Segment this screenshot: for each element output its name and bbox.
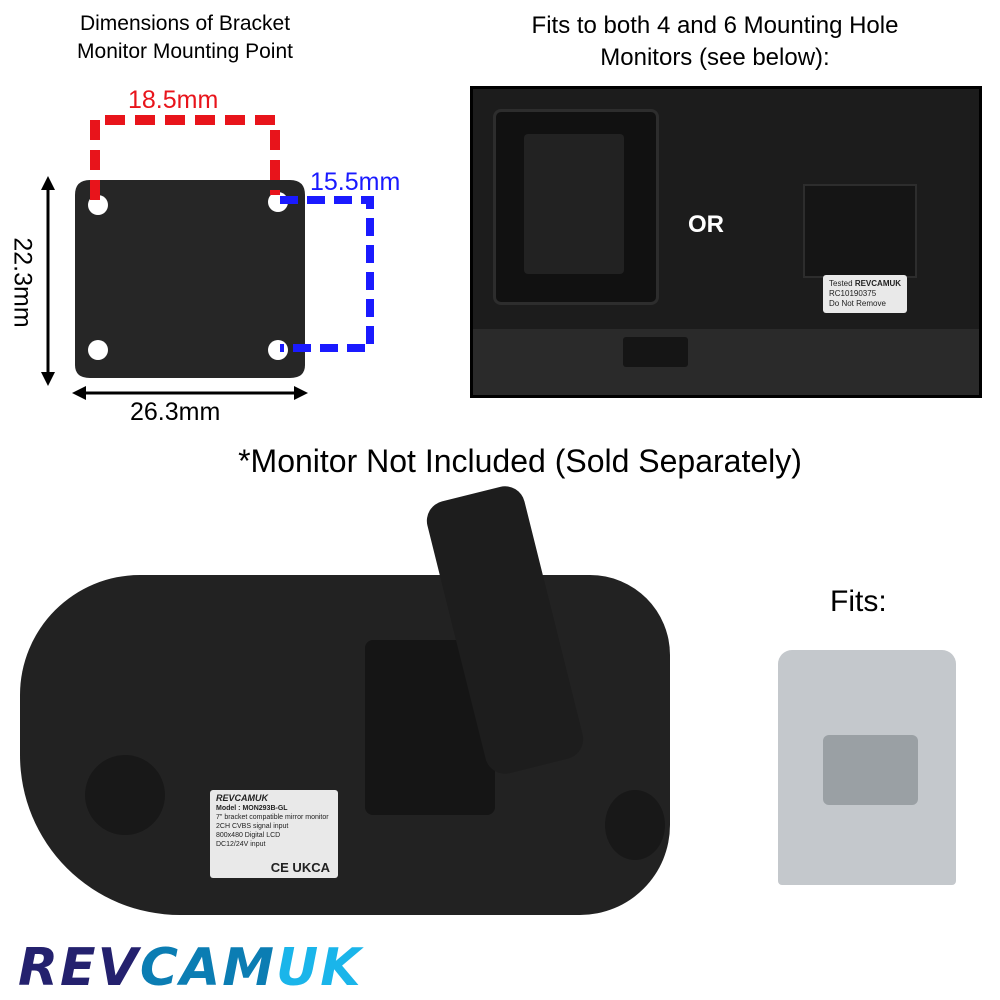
right-dimension-label: 15.5mm — [310, 168, 401, 196]
six-hole-mount — [493, 109, 659, 305]
mount-hole — [268, 340, 288, 360]
right-title-line2: Monitors (see below): — [600, 44, 830, 71]
monitor-not-included-notice: *Monitor Not Included (Sold Separately) — [238, 443, 802, 479]
bottom-dimension-label: 26.3mm — [130, 398, 221, 426]
right-title: Fits to both 4 and 6 Mounting Hole Monit… — [455, 10, 975, 74]
bracket-plate — [75, 180, 305, 378]
speaker-grille-right — [605, 790, 665, 860]
or-label: OR — [688, 211, 724, 238]
left-title-line1: Dimensions of Bracket — [79, 12, 291, 35]
bracket-photo — [778, 650, 956, 885]
mount-hole — [88, 340, 108, 360]
tested-sticker: Tested REVCAMUK RC10190375 Do Not Remove — [823, 275, 908, 313]
right-title-line1: Fits to both 4 and 6 Mounting Hole — [531, 12, 899, 39]
four-hole-mount — [803, 184, 917, 278]
right-dimension-line — [280, 196, 374, 352]
top-dimension-label: 18.5mm — [128, 86, 219, 114]
monitor-label: REVCAMUK Model : MON293B-GL 7" bracket c… — [210, 790, 338, 878]
mounting-holes-photo: OR Tested REVCAMUK RC10190375 Do Not Rem… — [470, 86, 982, 398]
fits-label: Fits: — [830, 585, 887, 618]
top-dimension-line — [90, 115, 280, 200]
bracket-dimension-diagram — [41, 115, 374, 400]
ce-ukca-marks: CE UKCA — [270, 860, 330, 875]
speaker-grille-left — [85, 755, 165, 835]
revcamuk-logo: REVCAMUK — [18, 938, 363, 998]
left-dimension-label: 22.3mm — [8, 237, 37, 328]
left-title-line2: Monitor Mounting Point — [77, 40, 293, 63]
left-title: Dimensions of Bracket Monitor Mounting P… — [30, 10, 340, 66]
